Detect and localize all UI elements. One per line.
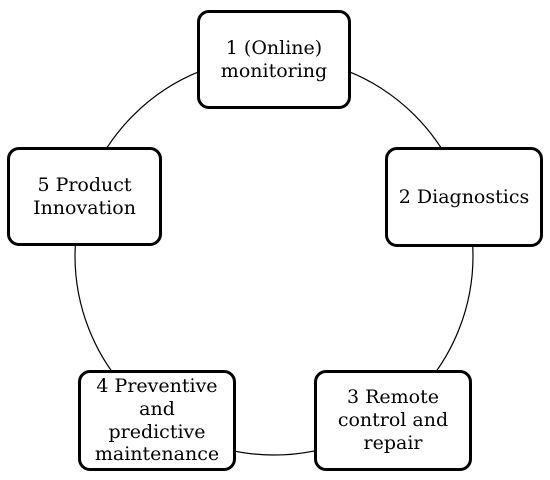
node-product-innovation: 5 Product Innovation bbox=[7, 147, 162, 246]
node-online-monitoring: 1 (Online) monitoring bbox=[197, 10, 351, 109]
node-preventive-predictive-maintenance-label: 4 Preventive and predictive maintenance bbox=[94, 374, 220, 466]
node-preventive-predictive-maintenance: 4 Preventive and predictive maintenance bbox=[78, 370, 236, 471]
node-online-monitoring-label: 1 (Online) monitoring bbox=[220, 36, 328, 82]
node-diagnostics: 2 Diagnostics bbox=[385, 147, 543, 247]
node-product-innovation-label: 5 Product Innovation bbox=[33, 173, 136, 219]
node-remote-control-and-repair: 3 Remote control and repair bbox=[314, 370, 472, 471]
node-diagnostics-label: 2 Diagnostics bbox=[398, 185, 530, 208]
node-remote-control-and-repair-label: 3 Remote control and repair bbox=[337, 386, 449, 454]
